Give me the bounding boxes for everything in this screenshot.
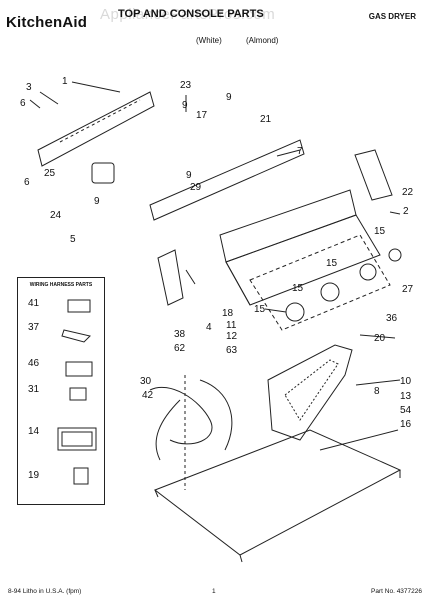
callout-3: 3: [26, 82, 32, 93]
callout-15d: 15: [254, 304, 266, 315]
harness-callout-31: 31: [28, 384, 40, 395]
callout-6a: 6: [20, 98, 26, 109]
harness-callout-37: 37: [28, 322, 40, 333]
console-panel: [219, 189, 357, 263]
console-rail: [149, 139, 305, 221]
callout-13: 13: [400, 391, 412, 402]
harness-callout-14: 14: [28, 426, 40, 437]
callout-22: 22: [402, 187, 414, 198]
callout-54: 54: [400, 405, 412, 416]
callout-9d: 9: [94, 196, 100, 207]
wiring-harness-box: WIRING HARNESS PARTS 41 37 46 31 14 19: [17, 277, 105, 505]
callout-63: 63: [226, 345, 238, 356]
footer-part-number: Part No. 4377226: [371, 588, 422, 595]
callout-15b: 15: [326, 258, 338, 269]
callout-2: 2: [403, 206, 409, 217]
variant-white: (White): [196, 36, 222, 45]
callout-4: 4: [206, 322, 212, 333]
harness-callout-46: 46: [28, 358, 40, 369]
callout-16: 16: [400, 419, 412, 430]
callout-10: 10: [400, 376, 412, 387]
brand-logo: KitchenAid: [6, 14, 88, 31]
callout-27: 27: [402, 284, 414, 295]
footer-litho: 8-94 Litho in U.S.A. (fpm): [8, 588, 82, 595]
wiring-harness-title: WIRING HARNESS PARTS: [29, 282, 93, 288]
harness-callout-41: 41: [28, 298, 40, 309]
callout-12: 12: [226, 331, 238, 342]
callout-11: 11: [226, 320, 237, 331]
callout-20: 20: [374, 333, 386, 344]
variant-almond: (Almond): [246, 36, 279, 45]
callout-9b: 9: [226, 92, 232, 103]
callout-8: 8: [374, 386, 380, 397]
callout-15c: 15: [292, 283, 304, 294]
product-type: GAS DRYER: [368, 12, 416, 21]
callout-24: 24: [50, 210, 62, 221]
callout-5: 5: [70, 234, 76, 245]
callout-23: 23: [180, 80, 192, 91]
callout-62: 62: [174, 343, 186, 354]
callout-7: 7: [297, 146, 303, 157]
callout-25: 25: [44, 168, 56, 179]
callout-1: 1: [62, 76, 68, 87]
page-title: TOP AND CONSOLE PARTS: [118, 8, 264, 20]
callout-30: 30: [140, 376, 152, 387]
callout-36: 36: [386, 313, 398, 324]
callout-9a: 9: [182, 100, 188, 111]
harness-parts-drawing: [57, 299, 97, 485]
callout-9c: 9: [186, 170, 192, 181]
callout-17: 17: [196, 110, 208, 121]
footer-page-number: 1: [212, 588, 216, 595]
callout-15a: 15: [374, 226, 386, 237]
callout-18: 18: [222, 308, 234, 319]
callout-38: 38: [174, 329, 186, 340]
harness-callout-19: 19: [28, 470, 40, 481]
callout-42: 42: [142, 390, 154, 401]
watermark: AppliancePartsPros.com: [100, 6, 276, 23]
rear-panel: [37, 91, 155, 167]
callout-21: 21: [260, 114, 272, 125]
callout-29: 29: [190, 182, 202, 193]
callout-6b: 6: [24, 177, 30, 188]
